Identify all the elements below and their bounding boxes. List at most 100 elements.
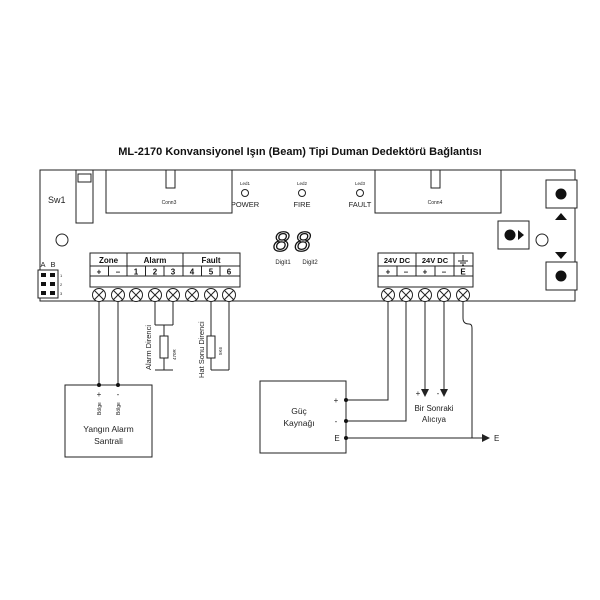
led3-tag: Led3: [355, 181, 366, 186]
term-4: 4: [190, 268, 195, 277]
right-terminal-block: 24V DC 24V DC + – + – E: [377, 252, 474, 302]
screw-5: [204, 288, 218, 302]
screw-3: [166, 288, 180, 302]
next-minus: -: [437, 389, 440, 398]
term-6: 6: [227, 268, 232, 277]
led1-indicator: [241, 189, 249, 197]
led3-label: FAULT: [349, 200, 372, 209]
jumper-pins: [41, 273, 55, 295]
dot-psu-earth: [344, 436, 348, 440]
fault-resistor: Hat Sonu Direnci 5K6: [197, 302, 230, 378]
conn3-tab: [165, 169, 176, 189]
screw-psu1-plus: [381, 288, 395, 302]
right-arrow-icon: [518, 230, 524, 240]
panel-dot-plus: [97, 383, 101, 387]
screw-1: [129, 288, 143, 302]
jumper-label-a: A: [40, 260, 45, 269]
indicator-right: [535, 233, 549, 247]
next-receiver-line1: Bir Sonraki: [414, 404, 453, 413]
term-psu2-minus: –: [442, 268, 447, 277]
conn3-label: Conn3: [162, 200, 177, 206]
screw-zone-plus: [92, 288, 106, 302]
digit1-label: Digit1: [275, 260, 291, 266]
led-fault: Led3 FAULT: [349, 181, 372, 209]
jumper-row-3: 3: [60, 291, 63, 296]
indicator-left: [55, 233, 69, 247]
up-arrow-icon: [555, 213, 567, 220]
jumper-row-1: 1: [60, 273, 63, 278]
down-arrow-icon: [555, 252, 567, 259]
digit-glyphs: 88: [273, 227, 316, 260]
digit-display: 88 Digit1 Digit2: [272, 226, 318, 266]
group-zone: Zone: [99, 256, 119, 265]
term-zone-plus: +: [97, 268, 102, 277]
screw-psu2-minus: [437, 288, 451, 302]
wire-psu-minus: [346, 302, 407, 422]
diagram-title: ML-2170 Konvansiyonel Işın (Beam) Tipi D…: [118, 146, 481, 158]
sw1-switch: [75, 169, 94, 224]
conn4-label: Conn4: [428, 200, 443, 206]
group-alarm: Alarm: [144, 256, 167, 265]
term-2: 2: [153, 268, 158, 277]
up-button-dot: [555, 188, 567, 200]
next-receiver-line2: Alıcıya: [422, 415, 447, 424]
next-plus: +: [416, 389, 421, 398]
dot-psu-plus: [344, 398, 348, 402]
panel-title-line1: Yangın Alarm: [83, 424, 133, 434]
panel-plus: +: [97, 390, 102, 399]
fault-resistor-label: Hat Sonu Direnci: [197, 321, 206, 378]
sw1-switch-cap: [77, 173, 92, 183]
led2-indicator: [298, 189, 306, 197]
fire-alarm-panel: + - Bölge Bölge Yangın Alarm Santrali: [64, 383, 153, 458]
conn4-tab: [430, 169, 441, 189]
panel-sub-minus: Bölge: [116, 402, 122, 415]
led2-label: FIRE: [293, 200, 310, 209]
group-24vdc-2: 24V DC: [422, 256, 449, 265]
term-earth: E: [460, 268, 466, 277]
panel-dot-minus: [116, 383, 120, 387]
screw-zone-minus: [111, 288, 125, 302]
term-3: 3: [171, 268, 176, 277]
select-button-dot: [504, 229, 516, 241]
screw-psu1-minus: [399, 288, 413, 302]
led1-label: POWER: [231, 200, 260, 209]
left-terminal-block: Zone Alarm Fault + – 1 2 3 4 5 6: [89, 252, 241, 302]
term-1: 1: [134, 268, 139, 277]
down-button-dot: [555, 270, 567, 282]
power-supply: Güç Kaynağı + - E: [259, 380, 347, 454]
dot-psu-minus: [344, 419, 348, 423]
alarm-resistor: Alarm Direnci 470R: [144, 302, 177, 371]
term-psu2-plus: +: [423, 268, 428, 277]
screw-4: [185, 288, 199, 302]
led1-tag: Led1: [240, 181, 251, 186]
led2-tag: Led2: [297, 181, 308, 186]
term-zone-minus: –: [116, 268, 121, 277]
alarm-resistor-value: 470R: [172, 348, 177, 360]
screw-psu2-plus: [418, 288, 432, 302]
alarm-resistor-label: Alarm Direnci: [144, 325, 153, 370]
led3-indicator: [356, 189, 364, 197]
term-psu1-plus: +: [386, 268, 391, 277]
panel-sub-plus: Bölge: [97, 402, 103, 415]
sw1-label: Sw1: [48, 195, 66, 205]
led-power: Led1 POWER: [231, 181, 260, 209]
wire-earth-jog: [462, 302, 473, 329]
led-fire: Led2 FIRE: [293, 181, 310, 209]
wire-psu-plus: [346, 302, 389, 401]
screw-6: [222, 288, 236, 302]
panel-title-line2: Santrali: [94, 436, 123, 446]
screw-earth: [456, 288, 470, 302]
group-24vdc-1: 24V DC: [384, 256, 411, 265]
psu-title-line1: Güç: [291, 406, 307, 416]
jumper-label-b: B: [50, 260, 55, 269]
psu-plus: +: [334, 396, 339, 405]
fault-resistor-value: 5K6: [218, 346, 223, 355]
term-psu1-minus: –: [404, 268, 409, 277]
digit2-label: Digit2: [302, 260, 318, 266]
earth-icon: [458, 255, 468, 266]
jumper-row-2: 2: [60, 282, 63, 287]
earth-out-label: E: [494, 434, 499, 443]
term-5: 5: [209, 268, 214, 277]
psu-minus: -: [335, 417, 338, 426]
